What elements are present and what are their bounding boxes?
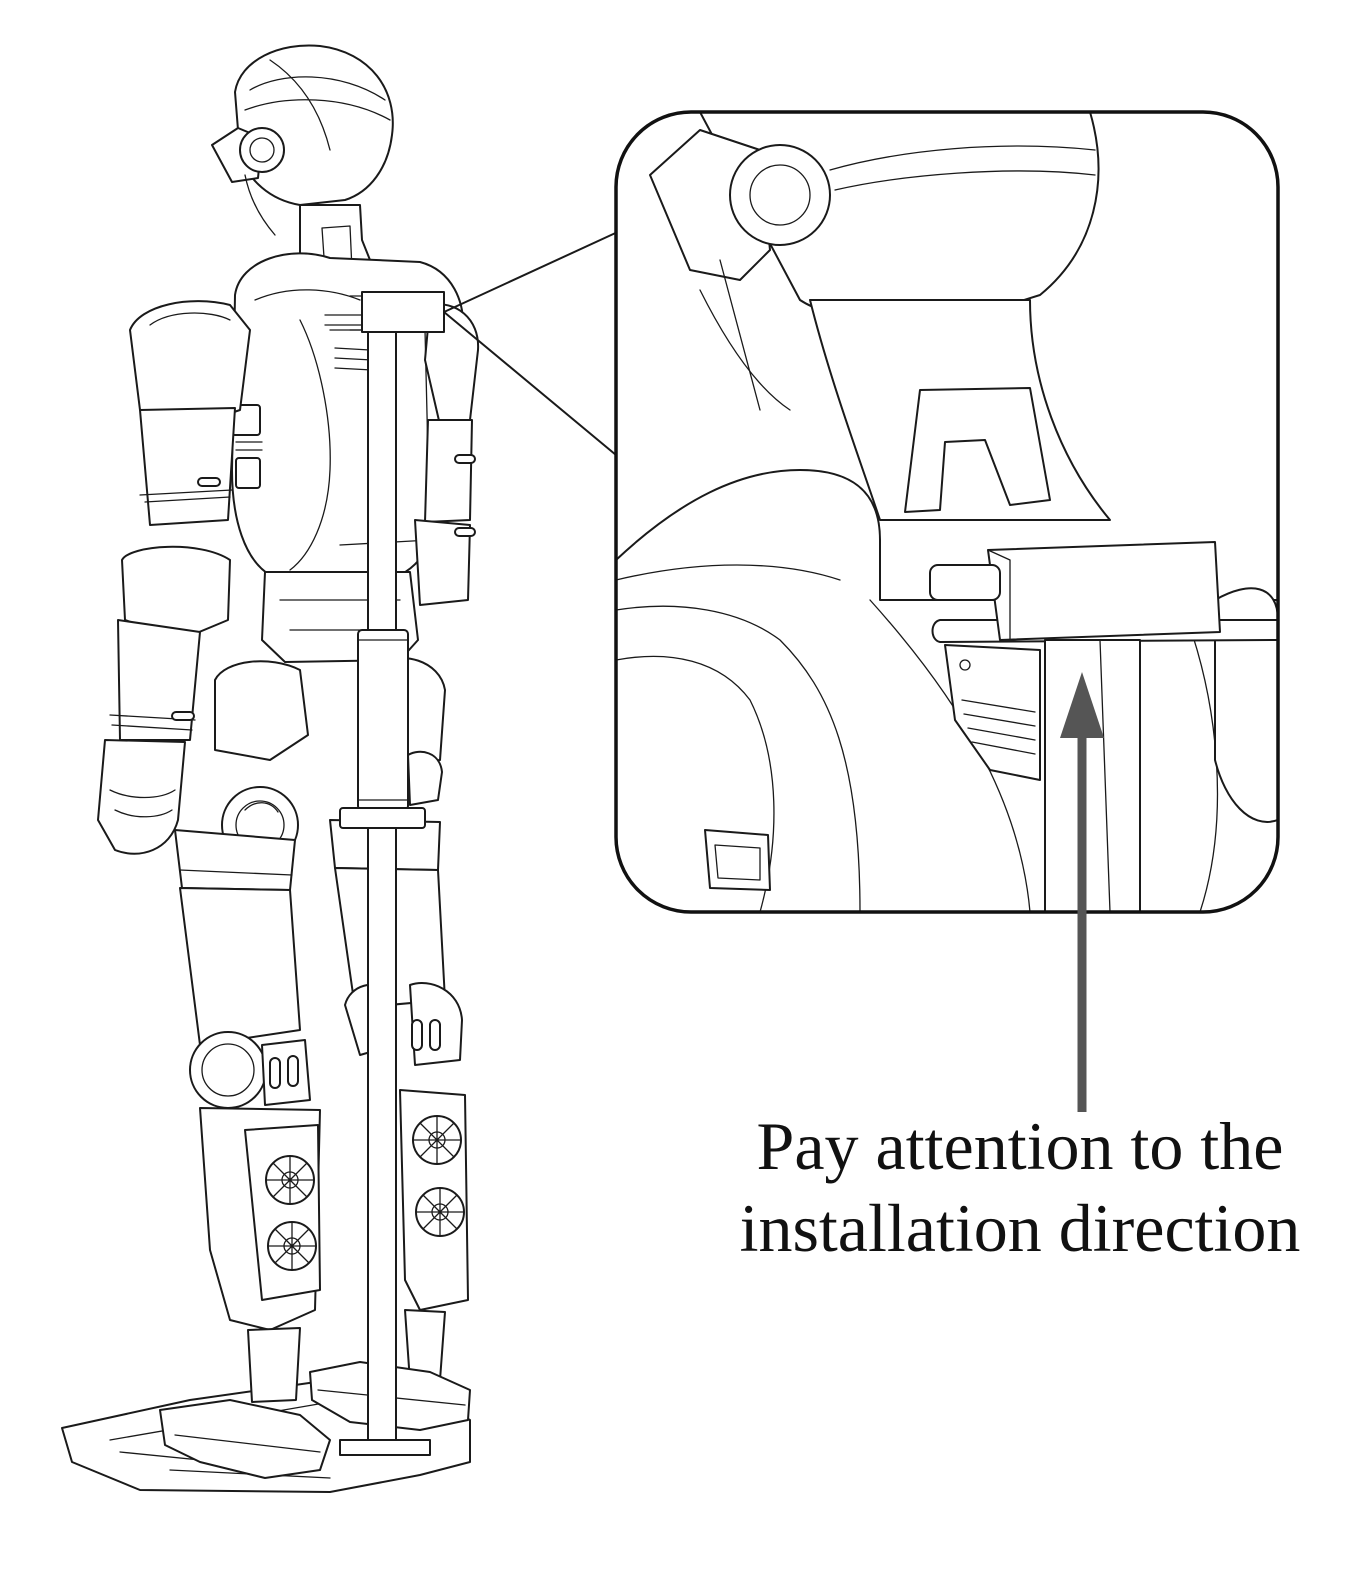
shoulder-clamp bbox=[361, 291, 445, 333]
callout-pointer-bottom bbox=[443, 311, 623, 461]
up-arrow-icon bbox=[1060, 672, 1104, 1112]
caption-line-2: installation direction bbox=[739, 1190, 1301, 1266]
robot-illustration bbox=[61, 44, 480, 1493]
robot-left-leg bbox=[159, 660, 331, 1479]
zoom-callout-frame bbox=[443, 110, 1280, 914]
robot-left-arm bbox=[97, 300, 251, 855]
support-pole bbox=[324, 291, 445, 1456]
robot-head bbox=[211, 44, 394, 236]
zoomed-shoulder-detail bbox=[616, 112, 1278, 912]
zoomed-clamp bbox=[987, 541, 1221, 641]
callout-pointer-top bbox=[443, 229, 623, 313]
caption-line-1: Pay attention to the bbox=[756, 1108, 1284, 1184]
installation-direction-caption: Pay attention to the installation direct… bbox=[700, 1105, 1340, 1269]
